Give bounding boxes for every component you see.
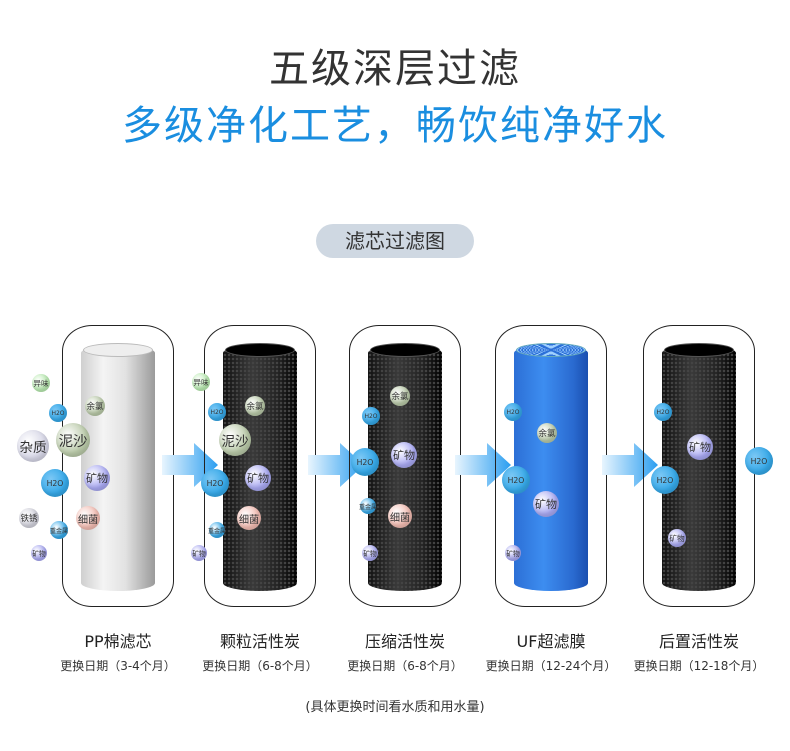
particle-bubble: 矿物 (668, 529, 686, 547)
particle-bubble: 余氯 (537, 423, 557, 443)
stage-name: 压缩活性炭 (364, 632, 445, 651)
particle-bubble: 矿物 (505, 545, 521, 561)
stage-name: 颗粒活性炭 (219, 632, 300, 651)
particle-h2o: H2O (201, 469, 229, 497)
particle-bubble: 余氯 (390, 386, 410, 406)
replacement-period: 更换日期（12-18个月） (633, 659, 765, 673)
footnote: (具体更换时间看水质和用水量) (305, 700, 485, 715)
particle-h2o: H2O (651, 466, 679, 494)
filter-cartridge-carbon (368, 343, 442, 591)
flow-arrow-icon (308, 443, 364, 487)
particle-h2o: H2O (208, 403, 226, 421)
filter-cartridge-uf (514, 343, 588, 591)
particle-bubble: 矿物 (533, 491, 559, 517)
particle-bubble: 矿物 (245, 465, 271, 491)
particle-bubble: 细菌 (76, 506, 100, 530)
flow-arrow-icon (602, 443, 658, 487)
particle-h2o: H2O (504, 403, 522, 421)
particle-bubble: 铁锈 (19, 508, 39, 528)
cartridge-top (83, 343, 153, 357)
particle-bubble: 重金属 (208, 522, 226, 538)
flow-arrow-icon (455, 443, 511, 487)
cartridge-top (516, 343, 586, 357)
stage-name: UF超滤膜 (516, 632, 586, 651)
particle-bubble: 余氯 (85, 396, 105, 416)
particle-bubble: 泥沙 (56, 423, 90, 457)
stage-name: PP棉滤芯 (84, 632, 152, 651)
replacement-period: 更换日期（6-8个月） (202, 659, 318, 673)
stage-name: 后置活性炭 (658, 632, 739, 651)
particle-h2o: H2O (351, 448, 379, 476)
particle-bubble: 矿物 (31, 545, 47, 561)
replacement-period: 更换日期（12-24个月） (485, 659, 617, 673)
particle-h2o: H2O (41, 469, 69, 497)
particle-bubble: 余氯 (245, 396, 265, 416)
particle-bubble: 细菌 (237, 506, 261, 530)
particle-h2o: H2O (745, 447, 773, 475)
particle-h2o: H2O (362, 407, 380, 425)
replacement-period: 更换日期（3-4个月） (60, 659, 176, 673)
particle-h2o: H2O (502, 466, 530, 494)
cartridge-top (370, 343, 440, 357)
particle-bubble: 重金属 (50, 521, 68, 539)
particle-bubble: 矿物 (687, 434, 713, 460)
particle-bubble: 矿物 (191, 545, 207, 561)
replacement-period: 更换日期（6-8个月） (347, 659, 463, 673)
particle-bubble: 矿物 (391, 442, 417, 468)
particle-bubble: 泥沙 (219, 424, 251, 456)
cartridge-top (664, 343, 734, 357)
particle-bubble: 矿物 (84, 465, 110, 491)
particle-bubble: 杂质 (17, 430, 49, 462)
section-label: 滤芯过滤图 (316, 224, 474, 258)
particle-bubble: 重金属 (359, 498, 377, 514)
filter-cartridge-carbon (662, 343, 736, 591)
particle-h2o: H2O (654, 403, 672, 421)
particle-bubble: 细菌 (388, 504, 412, 528)
particle-bubble: 矿物 (362, 545, 378, 561)
page-title: 五级深层过滤 (269, 46, 521, 92)
particle-h2o: H2O (49, 404, 67, 422)
particle-bubble: 异味 (32, 374, 50, 392)
cartridge-top (225, 343, 295, 357)
particle-bubble: 异味 (192, 373, 210, 391)
page-subtitle: 多级净化工艺，畅饮纯净好水 (122, 103, 668, 149)
